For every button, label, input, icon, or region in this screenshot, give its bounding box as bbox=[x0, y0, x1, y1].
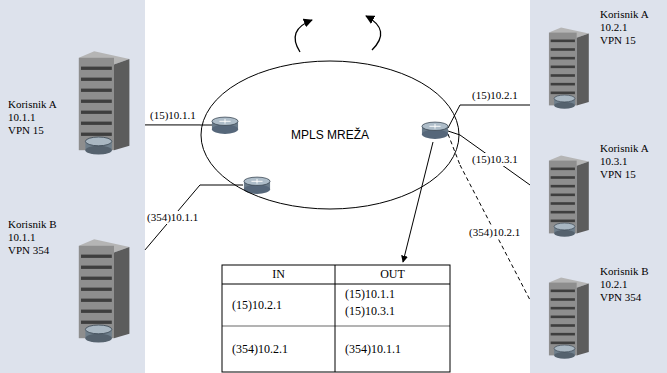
table-cell: (354)10.2.1 bbox=[232, 342, 288, 356]
site-label: VPN 15 bbox=[600, 34, 649, 47]
table-rule bbox=[222, 284, 450, 285]
text-group: Korisnik A10.3.1VPN 15 bbox=[600, 142, 649, 181]
text-group: Korisnik B10.1.1VPN 354 bbox=[8, 218, 57, 257]
mpls-cloud: MPLS MREŽA bbox=[200, 60, 460, 210]
router-icon bbox=[212, 117, 238, 134]
text-group: Korisnik A10.1.1VPN 15 bbox=[8, 98, 57, 137]
building-icon bbox=[79, 51, 130, 154]
table-cell: (15)10.2.1 bbox=[232, 298, 282, 312]
router-icon bbox=[422, 122, 448, 139]
site-label: 10.2.1 bbox=[600, 21, 649, 34]
customer-site: Korisnik B10.2.1VPN 354 bbox=[530, 255, 667, 373]
network-label: MPLS MREŽA bbox=[291, 128, 369, 142]
router-stub bbox=[448, 131, 460, 135]
flow-arrow bbox=[295, 20, 312, 52]
site-label: 10.2.1 bbox=[600, 278, 649, 291]
building-icon bbox=[79, 239, 130, 342]
site-panel bbox=[0, 0, 145, 373]
link-label: (15)10.2.1 bbox=[470, 89, 520, 102]
site-label: 10.3.1 bbox=[600, 155, 649, 168]
building-icon bbox=[549, 277, 589, 358]
site-label: VPN 15 bbox=[600, 168, 649, 181]
table-pointer bbox=[403, 142, 433, 262]
customer-site: Korisnik B10.1.1VPN 354 bbox=[0, 190, 145, 370]
link-label: (354)10.1.1 bbox=[145, 211, 200, 224]
router-icon bbox=[244, 177, 270, 194]
site-label: VPN 15 bbox=[8, 124, 57, 137]
table-frame bbox=[222, 265, 450, 372]
link-line bbox=[460, 105, 530, 106]
link-label: (15)10.3.1 bbox=[470, 153, 520, 166]
flow-arrow bbox=[366, 16, 381, 50]
table-cell: (15)10.1.1 bbox=[345, 287, 395, 301]
link-label: (15)10.1.1 bbox=[148, 109, 198, 122]
customer-site: Korisnik A10.2.1VPN 15 bbox=[530, 0, 667, 125]
link-line bbox=[145, 124, 200, 125]
site-label: VPN 354 bbox=[8, 244, 57, 257]
site-label: Korisnik B bbox=[8, 218, 57, 231]
table-header: IN bbox=[222, 267, 335, 281]
link-line bbox=[460, 135, 530, 185]
customer-site: Korisnik A10.3.1VPN 15 bbox=[530, 130, 667, 250]
building-icon bbox=[549, 155, 589, 236]
site-label: Korisnik A bbox=[600, 8, 649, 21]
site-label: Korisnik B bbox=[600, 265, 649, 278]
table-cell: (15)10.3.1 bbox=[345, 304, 395, 318]
text-group: Korisnik B10.2.1VPN 354 bbox=[600, 265, 649, 304]
site-label: 10.1.1 bbox=[8, 231, 57, 244]
link-line bbox=[145, 185, 200, 250]
router-stub bbox=[200, 185, 243, 186]
site-label: 10.1.1 bbox=[8, 111, 57, 124]
table-cell: (354)10.1.1 bbox=[345, 342, 401, 356]
site-label: VPN 354 bbox=[600, 291, 649, 304]
site-label: Korisnik A bbox=[8, 98, 57, 111]
building-icon bbox=[549, 27, 589, 108]
table-rule bbox=[335, 265, 336, 372]
customer-site: Korisnik A10.1.1VPN 15 bbox=[0, 10, 145, 180]
table-header: OUT bbox=[335, 267, 450, 281]
site-panel bbox=[530, 0, 667, 373]
text-group: Korisnik A10.2.1VPN 15 bbox=[600, 8, 649, 47]
router-stub bbox=[448, 134, 460, 165]
link-line bbox=[460, 165, 530, 300]
table-rule bbox=[222, 326, 450, 327]
text-group: MPLS MREŽA bbox=[291, 128, 369, 142]
link-label: (354)10.2.1 bbox=[467, 226, 522, 239]
site-label: Korisnik A bbox=[600, 142, 649, 155]
cloud-ellipse bbox=[201, 61, 459, 209]
